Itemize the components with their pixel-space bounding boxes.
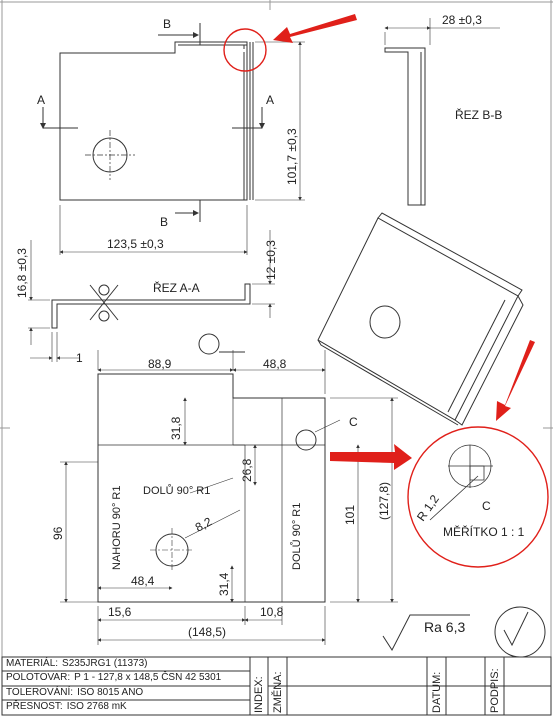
dim-top-left: 88,9 — [148, 357, 172, 371]
red-arrow-detail — [330, 444, 412, 470]
front-view — [40, 23, 305, 255]
section-aa — [28, 230, 275, 362]
dim-right-height: 101 — [343, 505, 357, 525]
material-row: MATERIÁL:S235JRG1 (11373) — [6, 657, 147, 671]
material-value: S235JRG1 (11373) — [62, 658, 148, 669]
dim-step-low: 26,8 — [240, 458, 254, 482]
red-highlight-top — [223, 28, 267, 72]
dim-step: 31,8 — [169, 416, 183, 440]
flat-pattern — [60, 350, 398, 645]
precision-label: PŘESNOST: — [6, 701, 63, 712]
marker-a-right: A — [266, 93, 274, 107]
precision-value: ISO 2768 mK — [66, 701, 127, 712]
title-block: MATERIÁL:S235JRG1 (11373) POLOTOVAR:P 1 … — [0, 657, 553, 717]
sign-label: PODPIS: — [489, 668, 501, 713]
dim-hole-x: 48,4 — [131, 574, 155, 588]
detail-radius: R 1,2 — [414, 492, 442, 524]
detail-c — [407, 426, 549, 568]
surface-roughness: Ra 6,3 — [424, 619, 465, 635]
section-bb — [384, 18, 500, 206]
dim-height: 101,7 ±0,3 — [285, 128, 299, 185]
dim-width: 123,5 ±0,3 — [107, 237, 164, 251]
precision-row: PŘESNOST:ISO 2768 mK — [6, 700, 127, 714]
dim-left-height: 96 — [51, 526, 65, 540]
tolerance-row: TOLEROVÁNÍ:ISO 8015 ANO — [6, 686, 143, 700]
dim-right-height-ref: (127,8) — [377, 482, 391, 520]
material-label: MATERIÁL: — [6, 658, 59, 669]
isometric-view — [317, 212, 524, 426]
index-label: INDEX: — [253, 676, 265, 713]
tolerance-label: TOLEROVÁNÍ: — [6, 687, 74, 698]
dim-bottom-left: 15,6 — [108, 605, 132, 619]
dim-total-width: (148,5) — [188, 625, 226, 639]
detail-label: C — [482, 499, 491, 513]
marker-a-left: A — [37, 93, 45, 107]
sheet-border — [0, 0, 553, 657]
dim-hole-d: 8,2 — [193, 514, 215, 534]
dim-aa-right: 12 ±0,3 — [264, 240, 278, 280]
date-label: DATUM: — [431, 671, 443, 713]
bend-down-label-2: DOLŮ 90° R1 — [290, 503, 303, 570]
blank-label: POLOTOVAR: — [6, 672, 71, 683]
blank-row: POLOTOVAR:P 1 - 127,8 x 148,5 ČSN 42 530… — [6, 671, 221, 685]
dim-bb: 28 ±0,3 — [442, 13, 482, 27]
section-aa-title: ŘEZ A-A — [153, 280, 200, 295]
bend-down-label-1: DOLŮ 90° R1 — [143, 484, 210, 497]
red-arrow-top — [273, 14, 357, 43]
dim-aa-small: 1 — [76, 351, 83, 365]
blank-value: P 1 - 127,8 x 148,5 ČSN 42 5301 — [74, 672, 222, 683]
red-arrow-iso — [496, 340, 535, 421]
section-bb-title: ŘEZ B-B — [455, 107, 502, 122]
change-label: ZMĚNA: — [272, 671, 284, 713]
marker-b-bottom: B — [160, 215, 168, 229]
title-block-frame — [1, 656, 552, 716]
tolerance-value: ISO 8015 ANO — [77, 687, 144, 698]
marker-b-top: B — [163, 17, 171, 31]
dim-aa-left: 16,8 ±0,3 — [15, 248, 29, 298]
bend-up-label: NAHORU 90° R1 — [111, 486, 123, 570]
dim-hole-y: 31,4 — [217, 572, 231, 596]
detail-scale: MĚŘÍTKO 1 : 1 — [443, 524, 525, 539]
detail-ref-label: C — [349, 415, 358, 429]
dim-bottom-right: 10,8 — [260, 605, 284, 619]
dim-top-right: 48,8 — [263, 357, 287, 371]
